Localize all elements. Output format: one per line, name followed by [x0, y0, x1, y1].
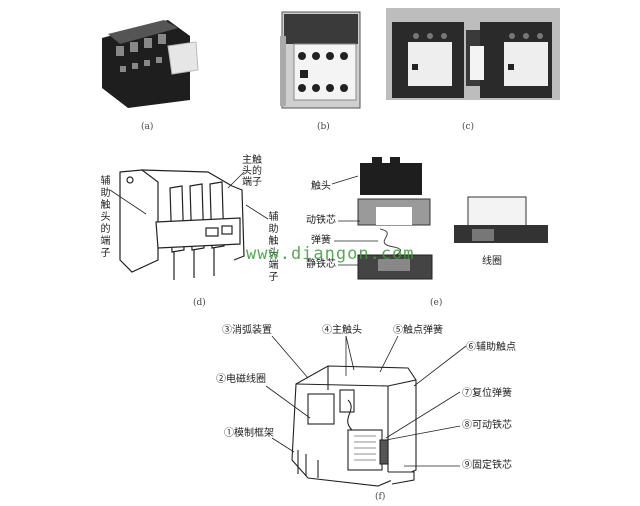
label-f-main-contact: ④主触头 [322, 325, 362, 336]
leader-static-core [338, 264, 358, 266]
label-f-reset-spring: ⑦复位弹簧 [462, 388, 512, 399]
caption-a: (a) [141, 122, 154, 132]
watermark: www.diangon.com [246, 244, 415, 264]
leader-moving-core [338, 220, 360, 222]
contactor-drawing-d [119, 169, 245, 280]
label-f-fixed-core: ⑨固定铁芯 [462, 460, 512, 471]
label-f-moving-core: ⑧可动铁芯 [462, 420, 512, 431]
leader-f-contact-spring [379, 335, 399, 373]
panel-b [280, 6, 362, 110]
panel-a [98, 8, 199, 108]
contactor-photo-a [102, 20, 199, 108]
contactor-photo-c [386, 8, 560, 100]
leader-f-moving-core [385, 425, 461, 441]
label-moving-core: 动铁芯 [306, 215, 336, 226]
panel-d [112, 160, 252, 286]
contactor-photo-b [280, 11, 361, 109]
caption-d: (d) [193, 298, 206, 308]
panel-f [288, 360, 428, 488]
label-contact: 触头 [311, 181, 331, 192]
leader-f-coil [265, 385, 311, 419]
leader-aux-right [245, 204, 269, 220]
caption-f: (f) [375, 492, 386, 502]
label-aux-terminal-right: 辅助触头端子 [268, 212, 279, 283]
label-f-frame: ①模制框架 [224, 428, 274, 439]
leader-f-fixed-core [404, 465, 460, 467]
label-spring: 弹簧 [311, 235, 331, 246]
label-f-contact-spring: ⑤触点弹簧 [393, 325, 443, 336]
label-coil: 线圈 [482, 256, 502, 267]
panel-e [350, 155, 565, 280]
leader-aux-left [109, 189, 147, 215]
leader-f-main-contact [345, 335, 355, 376]
label-aux-terminal-left: 辅助触头的端子 [100, 176, 111, 259]
label-f-coil: ②电磁线圈 [216, 374, 266, 385]
caption-e: (e) [430, 298, 443, 308]
leader-f-reset-spring [385, 391, 461, 439]
cutaway-drawing-f [291, 365, 417, 487]
leader-spring [334, 240, 378, 242]
panel-c [386, 8, 560, 100]
leader-f-aux-contact [413, 345, 467, 387]
caption-c: (c) [462, 122, 475, 132]
label-static-core: 静铁芯 [306, 259, 336, 270]
exploded-view-e [357, 157, 548, 280]
leader-f-arc-chute [271, 335, 309, 379]
label-f-arc-chute: ③消弧装置 [222, 325, 272, 336]
leader-f-frame [271, 437, 295, 453]
label-main-terminal: 主触头的端子 [242, 155, 262, 188]
label-f-aux-contact: ⑥辅助触点 [466, 342, 516, 353]
leader-contact [331, 175, 359, 185]
caption-b: (b) [317, 122, 330, 132]
leader-main-terminal [227, 171, 245, 189]
